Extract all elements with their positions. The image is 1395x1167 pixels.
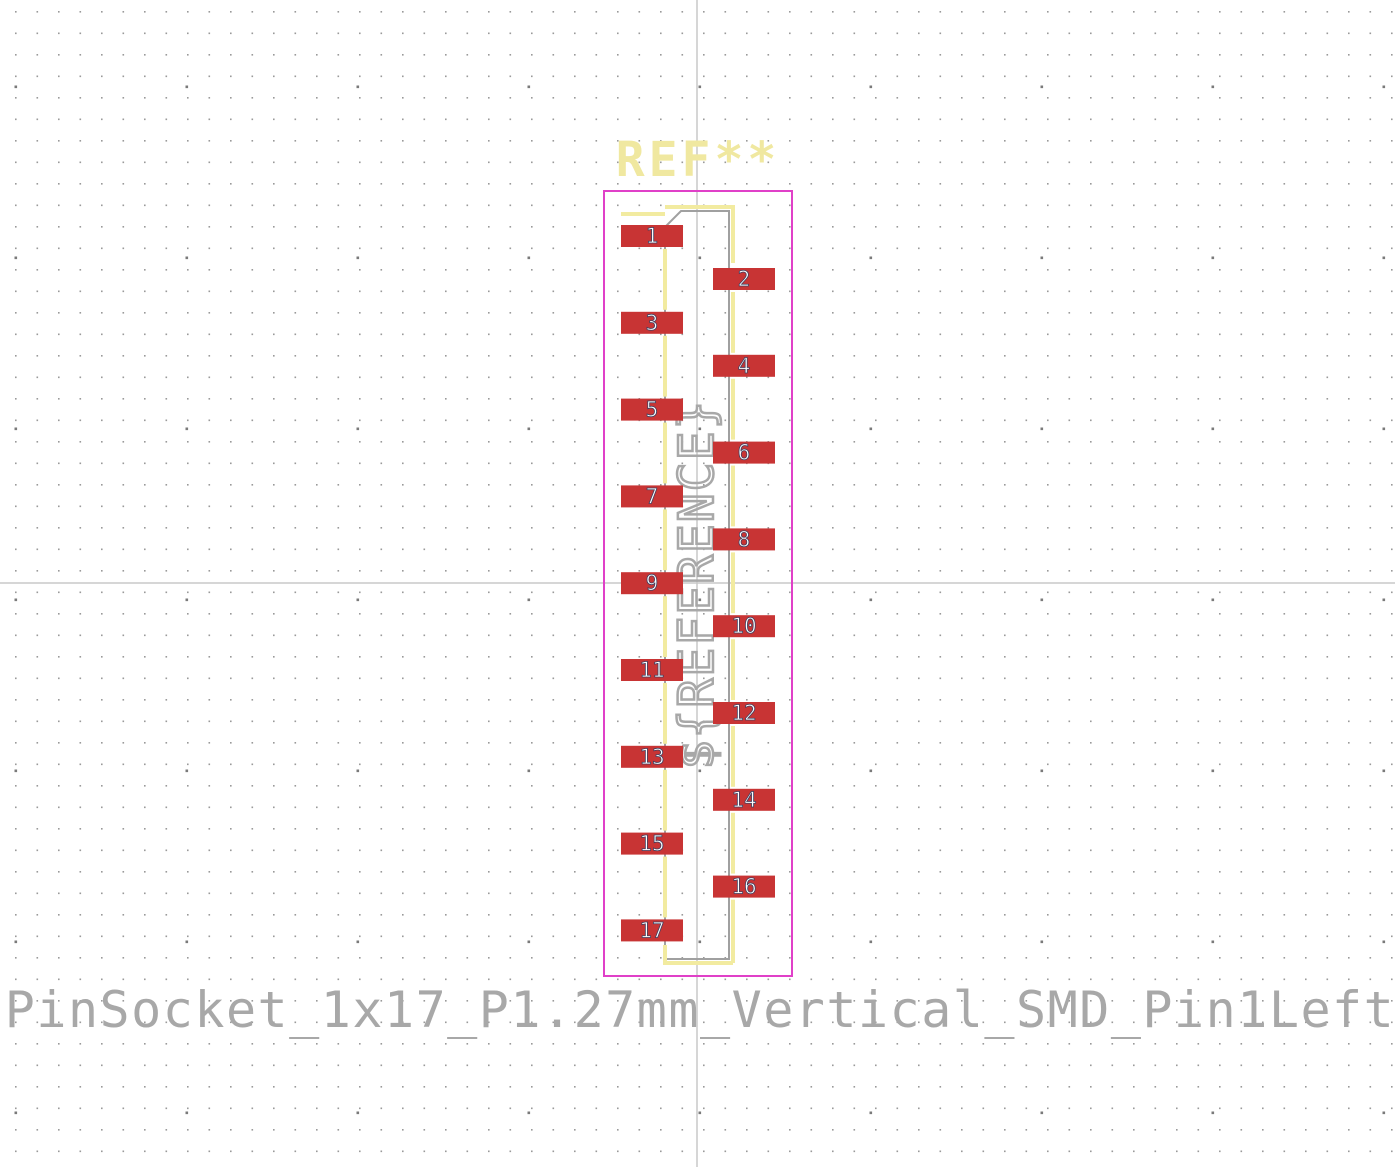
pad-shape [713,702,775,724]
pad-number-label: 4 [738,354,751,378]
pad-3[interactable]: 3 [621,310,683,335]
pad-6[interactable]: 6 [713,440,775,465]
pad-13[interactable]: 13 [621,744,683,769]
pad-shape [713,268,775,290]
pad-number-label: 14 [731,788,756,812]
pad-number-label: 15 [639,832,664,856]
pad-10[interactable]: 10 [713,614,775,639]
pad-number-label: 6 [738,441,751,465]
pad-shape [621,311,683,334]
pad-number-label: 16 [731,875,756,899]
pad-1[interactable]: 1 [621,224,683,248]
pad-shape [713,354,775,377]
pad-2[interactable]: 2 [713,267,775,291]
pad-number-label: 2 [738,267,751,291]
pad-shape [621,919,683,942]
pad-number-label: 1 [646,224,659,248]
pad-15[interactable]: 15 [621,831,683,856]
pad-4[interactable]: 4 [713,353,775,378]
silkscreen-outline [621,205,735,965]
pad-shape [621,832,683,855]
pad-8[interactable]: 8 [713,527,775,552]
pad-shape [713,528,775,551]
pad-number-label: 11 [639,658,664,682]
pad-number-label: 7 [646,484,659,508]
pad-17[interactable]: 17 [621,918,683,943]
pad-shape [713,875,775,898]
pad-11[interactable]: 11 [621,658,683,682]
pad-number-label: 9 [646,571,659,595]
pad-14[interactable]: 14 [713,787,775,812]
pad-number-label: 8 [738,527,751,551]
courtyard-outline [603,190,793,977]
grid-dots [14,11,1393,1153]
pad-number-label: 5 [646,398,659,422]
pad-7[interactable]: 7 [621,484,683,509]
pad-number-label: 13 [639,745,664,769]
pad-shape [621,485,683,508]
pad-shape [621,398,683,421]
pad-9[interactable]: 9 [621,571,683,596]
pad-shape [713,788,775,811]
pad-5[interactable]: 5 [621,397,683,422]
pad-shape [713,615,775,638]
grid-major-dot-pattern [14,85,1386,1115]
pad-number-label: 10 [731,614,756,638]
pad-shape [621,572,683,595]
pad-shape [621,745,683,768]
pad-12[interactable]: 12 [713,701,775,725]
pad-16[interactable]: 16 [713,874,775,899]
reference-designator: REF** [616,132,781,188]
pad-shape [621,659,683,681]
pad-number-label: 17 [639,918,664,942]
pad-number-label: 3 [646,311,659,335]
pad-shape [621,225,683,247]
footprint-value-text: PinSocket_1x17_P1.27mm_Vertical_SMD_Pin1… [5,981,1395,1039]
pad-shape [713,441,775,464]
pad-number-label: 12 [731,701,756,725]
